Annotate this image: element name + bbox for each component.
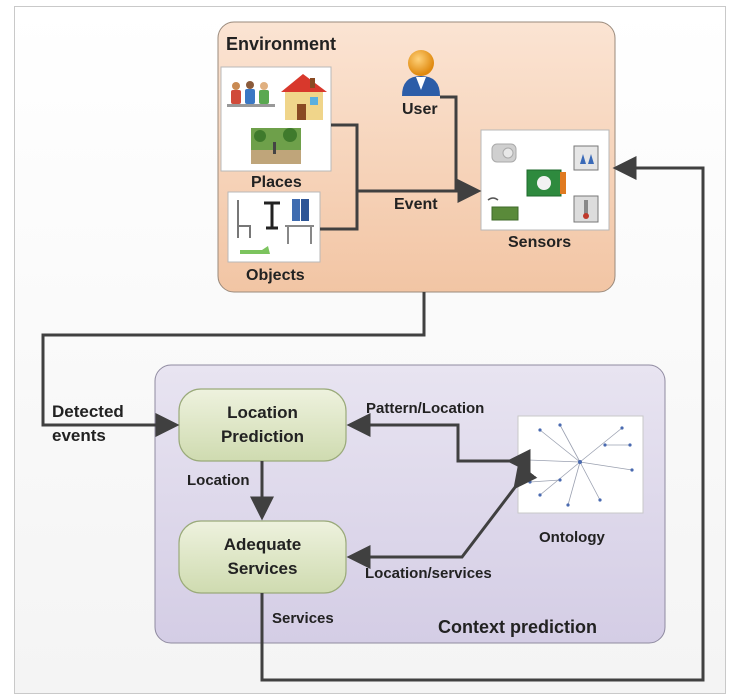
user-connector [440,95,458,191]
locker-icon [292,199,309,221]
places-image [220,66,332,172]
location-services-label: Location/services [365,565,492,582]
places-label: Places [251,174,302,191]
ontology-graph-image [517,415,644,514]
location-services-arrow [346,463,538,569]
ontology-label: Ontology [539,529,605,546]
pattern-location-label: Pattern/Location [366,400,485,417]
circuit-board-icon [526,169,566,197]
water-sensor-icon [573,145,599,171]
detected-events-label: Detected events [52,402,124,445]
environment-title: Environment [226,34,337,54]
park-icon [251,128,301,164]
services-feedback-arrow [260,156,705,682]
shoe-icon [240,246,270,254]
location-prediction-label: Location Prediction [220,403,305,446]
sensors-image [480,129,610,231]
event-label: Event [394,196,438,213]
table-icon [264,201,280,230]
detected-events-arrow [41,292,426,437]
thermometer-icon [573,195,599,223]
pattern-location-arrow [346,413,531,473]
desk-icon [285,225,314,244]
user-icon [402,50,440,96]
motion-sensor-icon [491,143,517,163]
services-label: Services [272,610,334,627]
objects-label: Objects [246,267,305,284]
objects-image [227,191,321,263]
house-icon [281,74,327,120]
location-label: Location [187,472,250,489]
sensors-label: Sensors [508,234,572,251]
places-connector [320,123,359,231]
people-icon [227,81,275,107]
battery-sensor-icon [487,197,519,221]
user-label: User [402,101,438,118]
chair-icon [237,200,251,238]
adequate-services-label: Adequate Services [223,535,302,578]
context-prediction-title: Context prediction [438,617,598,637]
